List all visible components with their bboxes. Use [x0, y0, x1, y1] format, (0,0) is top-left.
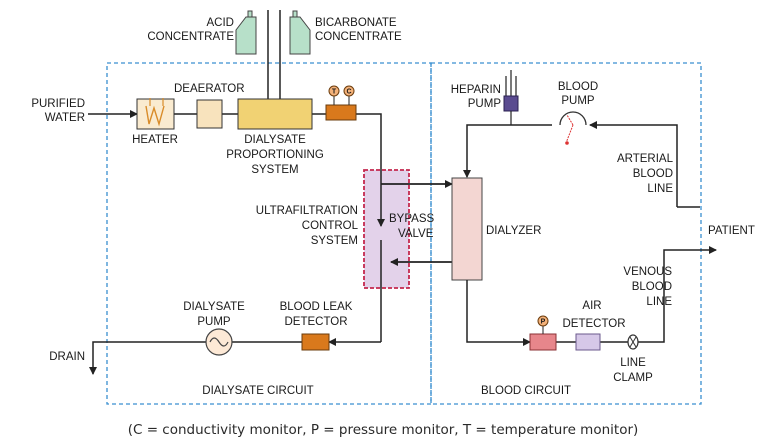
proportioning-label-3: SYSTEM	[251, 164, 298, 176]
conductivity-monitor-icon	[343, 85, 355, 97]
dialysate-pump-icon	[205, 328, 233, 356]
ultrafiltration-control-box	[363, 169, 410, 289]
deaerator-label: DEAERATOR	[174, 83, 245, 95]
blood-pump-label-1: BLOOD	[558, 81, 598, 93]
bicarbonate-concentrate-label-2: CONCENTRATE	[315, 31, 402, 43]
blood-pump-label-2: PUMP	[561, 95, 595, 107]
heater-coil-icon	[145, 105, 165, 127]
purified-water-label-1: PURIFIED	[31, 98, 85, 110]
line-clamp-label-2: CLAMP	[613, 372, 653, 384]
temperature-conductivity-monitor	[325, 104, 357, 121]
temperature-monitor-icon	[328, 85, 340, 97]
monitor-c-letter: C	[346, 89, 351, 96]
heparin-pump-label-2: PUMP	[468, 98, 502, 110]
dialyzer-label: DIALYZER	[486, 225, 541, 237]
air-detector-box	[575, 333, 601, 351]
drain-label: DRAIN	[49, 351, 85, 363]
bicarbonate-concentrate-jug-icon	[289, 10, 311, 55]
heparin-pump-icon	[503, 70, 519, 125]
blood-circuit-border	[430, 62, 702, 405]
blood-leak-label-2: DETECTOR	[284, 316, 347, 328]
dialysate-pump-label-1: DIALYSATE	[183, 301, 245, 313]
arterial-line-label-2: BLOOD	[633, 168, 673, 180]
ultrafiltration-label-2: CONTROL	[302, 220, 359, 232]
proportioning-system-box	[237, 98, 313, 130]
dialysate-circuit-border	[106, 62, 432, 405]
air-detector-label-1: AIR	[582, 300, 601, 312]
dialysate-pump-label-2: PUMP	[197, 316, 231, 328]
ultrafiltration-label-1: ULTRAFILTRATION	[256, 205, 358, 217]
line-clamp-valve-icon	[627, 334, 639, 350]
heparin-pump-label-1: HEPARIN	[451, 84, 501, 96]
patient-label: PATIENT	[708, 225, 755, 237]
caption: (C = conductivity monitor, P = pressure …	[128, 422, 639, 438]
acid-concentrate-jug-icon	[235, 10, 257, 55]
air-detector-label-2: DETECTOR	[562, 318, 625, 330]
proportioning-label-1: DIALYSATE	[244, 134, 306, 146]
heater-label: HEATER	[132, 134, 178, 146]
acid-concentrate-label-2: CONCENTRATE	[147, 31, 234, 43]
pressure-monitor-icon	[537, 315, 549, 327]
blood-pump-rotor-icon	[559, 111, 587, 145]
bypass-valve-label-2: VALVE	[398, 228, 434, 240]
monitor-p-letter: P	[541, 319, 546, 326]
proportioning-label-2: PROPORTIONING	[226, 149, 324, 161]
venous-line-label-3: LINE	[646, 296, 672, 308]
arterial-line-label-1: ARTERIAL	[617, 153, 674, 165]
dialyzer-box	[451, 177, 483, 281]
ultrafiltration-label-3: SYSTEM	[311, 235, 358, 247]
arterial-line-label-3: LINE	[647, 183, 673, 195]
bypass-valve-label-1: BYPASS	[389, 213, 434, 225]
blood-circuit-label: BLOOD CIRCUIT	[481, 385, 571, 397]
venous-line-label-2: BLOOD	[632, 281, 672, 293]
dialysate-circuit-label: DIALYSATE CIRCUIT	[202, 385, 313, 397]
monitor-t-letter: T	[332, 89, 337, 96]
blood-leak-detector-box	[301, 333, 330, 351]
acid-concentrate-label-1: ACID	[207, 17, 234, 29]
deaerator-box	[196, 99, 223, 129]
pressure-monitor-box	[529, 333, 557, 351]
bicarbonate-concentrate-label-1: BICARBONATE	[315, 17, 397, 29]
line-clamp-label-1: LINE	[620, 357, 646, 369]
purified-water-label-2: WATER	[45, 112, 85, 124]
blood-leak-label-1: BLOOD LEAK	[280, 301, 353, 313]
venous-line-label-1: VENOUS	[623, 266, 672, 278]
